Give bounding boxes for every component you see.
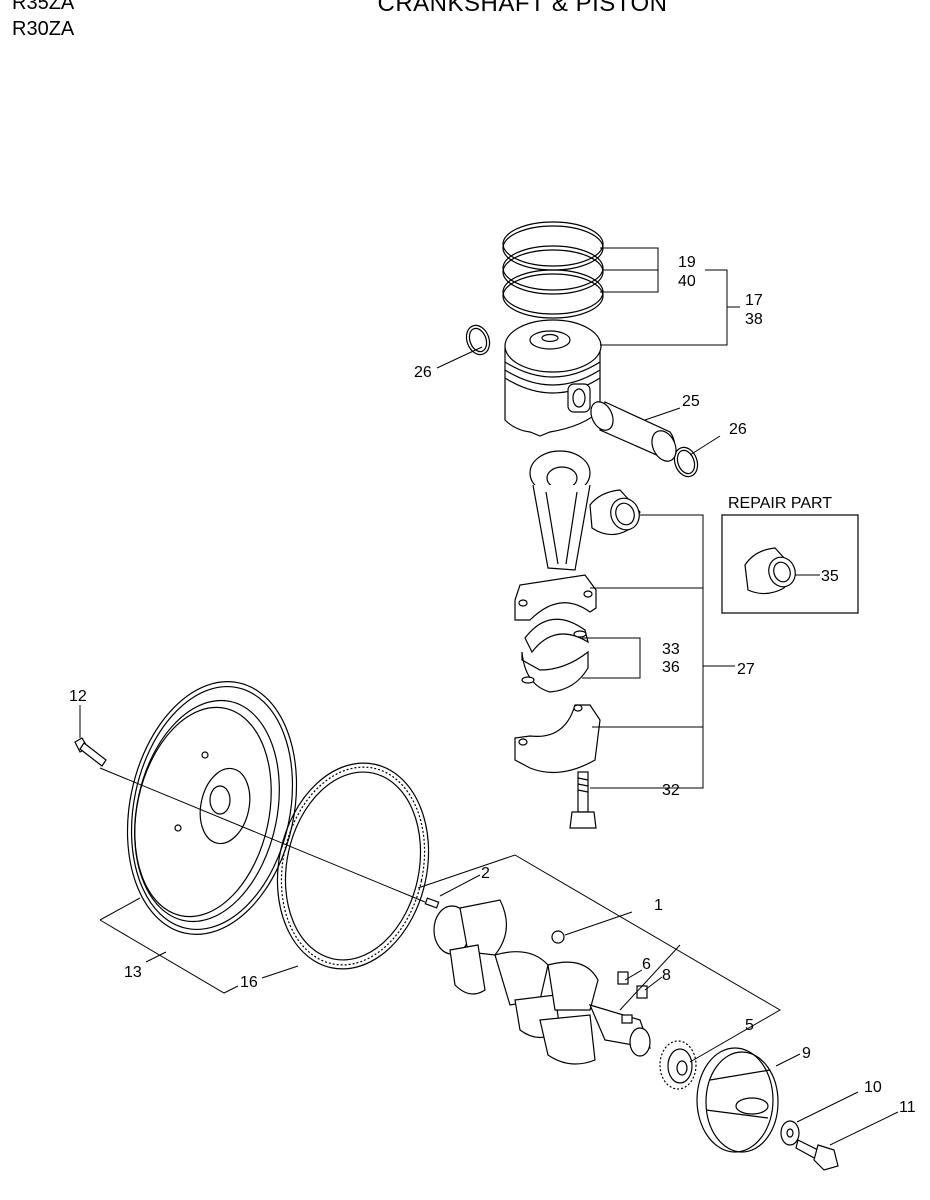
label-1: 1: [654, 897, 663, 914]
repair-part-box: [721, 514, 859, 614]
plug[interactable]: [551, 930, 565, 944]
piston-rings[interactable]: [502, 221, 604, 319]
piston-pin[interactable]: [587, 398, 681, 465]
label-33: 33: [662, 641, 680, 658]
label-6: 6: [642, 956, 651, 973]
key-8[interactable]: [636, 985, 648, 999]
label-17: 17: [745, 292, 763, 309]
rod-bolt[interactable]: [569, 771, 597, 829]
label-9: 9: [802, 1045, 811, 1062]
label-35: 35: [821, 568, 839, 585]
repair-bushing[interactable]: [744, 547, 799, 595]
flywheel-bolt[interactable]: [74, 737, 107, 767]
snap-ring-right[interactable]: [671, 444, 702, 480]
snap-ring-left[interactable]: [463, 322, 494, 358]
repair-part-title: REPAIR PART: [728, 495, 832, 512]
piston[interactable]: [504, 319, 602, 437]
pulley-bolt[interactable]: [795, 1139, 839, 1171]
label-26-right: 26: [729, 421, 747, 438]
model-code-2: R30ZA: [12, 18, 75, 40]
label-36: 36: [662, 659, 680, 676]
washer[interactable]: [780, 1120, 800, 1146]
crankshaft[interactable]: [433, 899, 651, 1065]
label-38: 38: [745, 311, 763, 328]
label-19: 19: [678, 254, 696, 271]
label-5: 5: [745, 1017, 754, 1034]
label-8: 8: [662, 967, 671, 984]
crank-pulley[interactable]: [696, 1047, 779, 1153]
label-16: 16: [240, 974, 258, 991]
label-13: 13: [124, 964, 142, 981]
leader-lines: [79, 247, 899, 1146]
bearing-upper[interactable]: [524, 618, 589, 654]
rod-cap[interactable]: [514, 704, 601, 774]
label-25: 25: [682, 393, 700, 410]
connecting-rod[interactable]: [514, 450, 597, 621]
flywheel[interactable]: [105, 666, 319, 951]
label-32: 32: [662, 782, 680, 799]
bearing-lower[interactable]: [521, 650, 589, 693]
dowel-pin[interactable]: [424, 897, 440, 909]
label-2: 2: [481, 865, 490, 882]
label-11: 11: [899, 1099, 916, 1116]
label-27: 27: [737, 661, 755, 678]
label-26-left: 26: [414, 364, 432, 381]
label-12: 12: [69, 688, 87, 705]
model-code-1: R35ZA: [12, 0, 75, 14]
crank-gear[interactable]: [659, 1040, 697, 1090]
label-40: 40: [678, 273, 696, 290]
label-10: 10: [864, 1079, 882, 1096]
ring-gear[interactable]: [259, 749, 447, 983]
page-title: CRANKSHAFT & PISTON: [377, 0, 668, 17]
key-6[interactable]: [617, 971, 629, 985]
small-end-bushing[interactable]: [589, 489, 644, 536]
